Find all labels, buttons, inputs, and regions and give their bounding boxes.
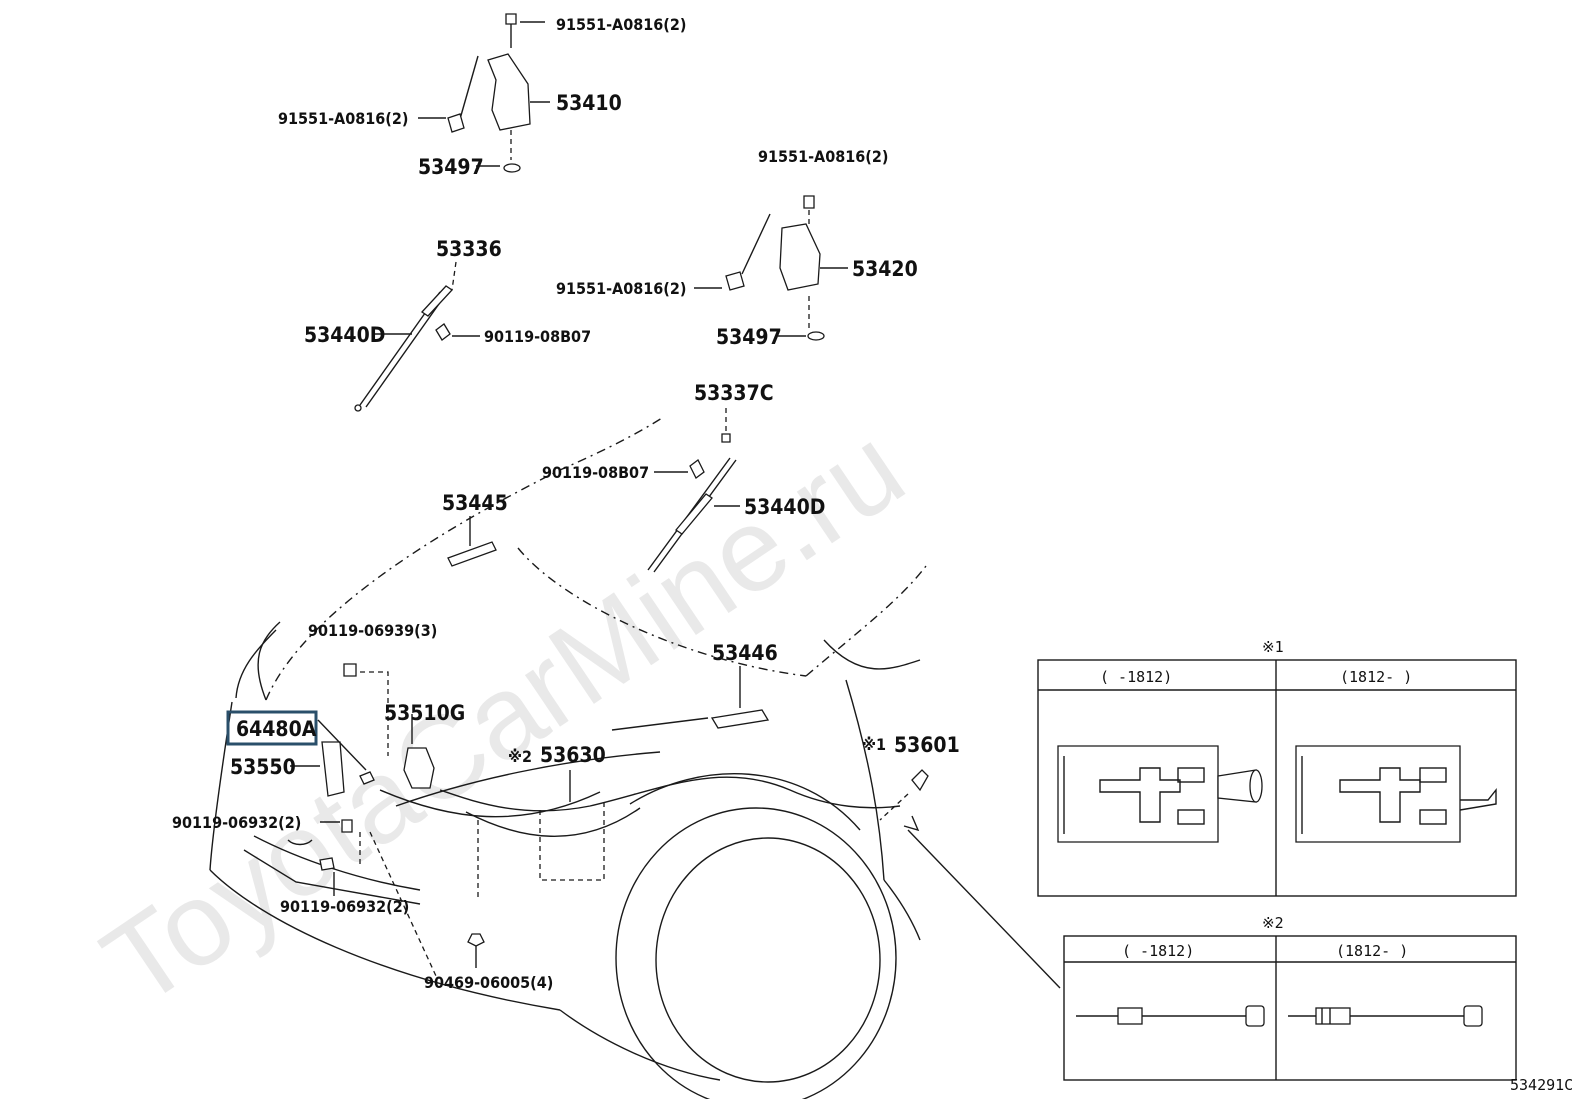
inset-2-col-left: ( -1812)	[1122, 942, 1194, 960]
callout-bolt-left-a: 91551-A0816(2)	[278, 109, 408, 128]
release-cable	[439, 776, 901, 812]
callout-bolt-top-a: 91551-A0816(2)	[556, 15, 686, 34]
insulator-left-part	[447, 541, 497, 567]
inset-1-col-left: ( -1812)	[1100, 668, 1172, 686]
callout-bolt-left-b: 91551-A0816(2)	[556, 279, 686, 298]
callout-insulator-right: 53446	[712, 641, 778, 665]
callout-lever: 53601	[894, 733, 960, 757]
callout-bolt-mid: 90119-06932(2)	[172, 813, 301, 832]
callout-lock-assy: 53510G	[384, 701, 465, 725]
inset-2-col-right: (1812- )	[1336, 942, 1408, 960]
insulator-right-part	[710, 709, 770, 729]
hinge-right-assembly	[725, 195, 825, 341]
callout-clip-bottom: 90469-06005(4)	[424, 973, 553, 992]
callout-note-1: ※1	[862, 735, 886, 754]
callout-insulator-left: 53445	[442, 491, 508, 515]
clip-bottom-part	[467, 933, 485, 947]
hood-support-right	[647, 408, 737, 573]
callout-cable-support: 53550	[230, 755, 296, 779]
callout-clip-right: 53337C	[694, 381, 774, 405]
inset-1-title: ※1	[1262, 638, 1284, 656]
hood-support-left	[354, 261, 457, 412]
highlight-box	[226, 710, 318, 746]
callout-bolt-low: 90119-06932(2)	[280, 897, 409, 916]
callout-hinge-left: 53410	[556, 91, 622, 115]
callout-bolt-top-b: 91551-A0816(2)	[758, 147, 888, 166]
callout-cushion-left: 53497	[418, 155, 484, 179]
callout-cable-release: 53630	[540, 743, 606, 767]
callout-clip-left: 53336	[436, 237, 502, 261]
diagram-code: 534291C	[1510, 1076, 1573, 1094]
callout-bolt-lock: 90119-06939(3)	[308, 621, 437, 640]
callout-hinge-right: 53420	[852, 257, 918, 281]
hinge-left-assembly	[447, 13, 531, 173]
callout-support-right: 53440D	[744, 495, 825, 519]
callout-bolt-support-left: 90119-08B07	[484, 327, 591, 346]
callout-cushion-right: 53497	[716, 325, 782, 349]
inset-2: ※2 ( -1812) (1812- )	[1063, 914, 1517, 1081]
inset-1-col-right: (1812- )	[1340, 668, 1412, 686]
callout-switch: 64480A	[236, 717, 317, 741]
inset-2-title: ※2	[1262, 914, 1284, 932]
callout-support-left: 53440D	[304, 323, 385, 347]
lock-assembly	[287, 663, 435, 896]
inset-1: ※1 ( -1812) (1812- )	[1037, 638, 1517, 897]
callout-bolt-support-right: 90119-08B07	[542, 463, 649, 482]
lever-part	[879, 769, 929, 821]
vehicle-outline	[209, 417, 927, 1099]
callout-note-2: ※2	[508, 747, 532, 766]
